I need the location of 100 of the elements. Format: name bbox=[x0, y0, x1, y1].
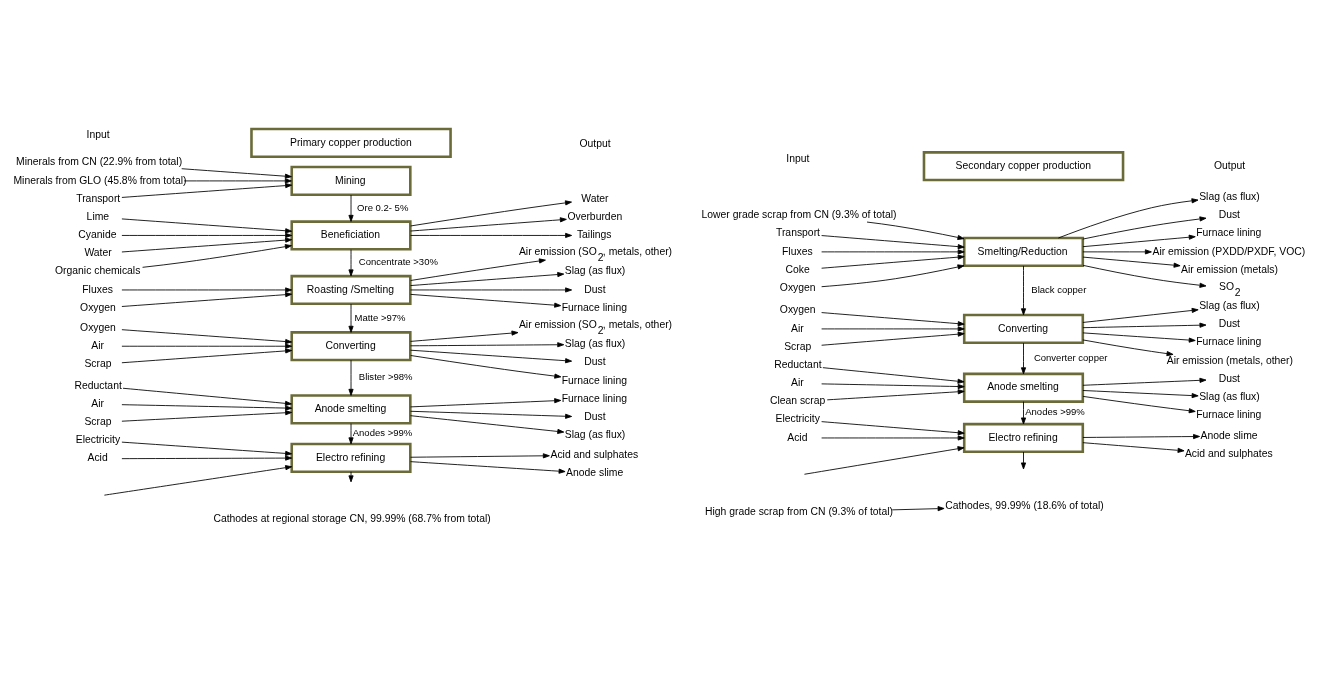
label: Output bbox=[1213, 159, 1246, 171]
arrow bbox=[1082, 433, 1200, 439]
node-box: Anode smelting bbox=[962, 372, 1085, 403]
arrow bbox=[1082, 307, 1199, 323]
arrow bbox=[103, 464, 293, 496]
node-text: Reductant bbox=[774, 358, 822, 370]
node-box: Beneficiation bbox=[290, 219, 412, 251]
arrow bbox=[410, 452, 550, 458]
node-text: Cathodes, 99.99% (18.6% of total) bbox=[945, 499, 1104, 511]
arrow bbox=[1020, 400, 1027, 424]
arrow bbox=[410, 286, 573, 293]
node-text: Acid bbox=[87, 451, 108, 463]
node-text: Transport bbox=[76, 192, 121, 204]
node-text: Acid bbox=[787, 431, 808, 443]
arrow bbox=[1082, 215, 1207, 240]
arrow bbox=[348, 470, 354, 482]
node-box: Electro refining bbox=[962, 422, 1085, 453]
node-text: Dust bbox=[584, 283, 606, 295]
arrow bbox=[348, 422, 354, 444]
arrow bbox=[1020, 342, 1027, 374]
node-text: Reductant bbox=[74, 379, 122, 391]
arrow bbox=[410, 330, 519, 342]
node-text: Air emission (metals) bbox=[1181, 263, 1278, 275]
node-text: Oxygen bbox=[80, 321, 116, 333]
arrow bbox=[1082, 338, 1174, 356]
node-box: Smelting/Reduction bbox=[962, 236, 1085, 267]
node-text: Lime bbox=[86, 210, 110, 222]
arrow bbox=[866, 221, 965, 240]
node-text: Transport bbox=[775, 226, 820, 238]
arrow bbox=[821, 248, 965, 254]
node-text: Air emission (metals, other) bbox=[1166, 354, 1294, 366]
arrow bbox=[1082, 264, 1207, 288]
arrow bbox=[1020, 451, 1027, 469]
node-box: Roasting /Smelting bbox=[290, 274, 412, 305]
node-text: Electricity bbox=[775, 412, 820, 424]
node-text: Scrap bbox=[84, 357, 112, 369]
arrow bbox=[410, 341, 565, 347]
arrow bbox=[1082, 377, 1207, 386]
edge-label: Anodes >99% bbox=[352, 426, 413, 438]
node-text: Furnace lining bbox=[561, 392, 627, 404]
arrow bbox=[821, 434, 965, 441]
node-text: Electricity bbox=[75, 433, 121, 445]
node-text: Furnace lining bbox=[561, 374, 627, 386]
node-text: Furnace lining bbox=[1196, 335, 1262, 347]
node-box: Electro refining bbox=[290, 442, 412, 473]
node-box: Converting bbox=[290, 330, 412, 361]
arrow bbox=[410, 349, 573, 363]
node-text: Cathodes at regional storage CN, 99.99% (68.7% from total) bbox=[213, 512, 491, 524]
arrow bbox=[1082, 322, 1207, 328]
node-text: Dust bbox=[584, 410, 606, 422]
label: Input bbox=[786, 152, 810, 164]
arrow bbox=[122, 387, 292, 406]
arrow bbox=[826, 388, 965, 400]
node-text: Air bbox=[791, 376, 804, 388]
arrow bbox=[821, 263, 965, 287]
node-text: Fluxes bbox=[82, 283, 113, 295]
node-box: Mining bbox=[290, 165, 412, 196]
node-text: Overburden bbox=[567, 210, 623, 222]
node-text: Water bbox=[581, 192, 609, 204]
arrow bbox=[410, 460, 566, 474]
arrow bbox=[1082, 395, 1196, 413]
node-text: Air bbox=[91, 397, 105, 409]
node-text: Lower grade scrap from CN (9.3% of total) bbox=[701, 208, 897, 220]
edge-label: Ore 0.2- 5% bbox=[357, 201, 409, 213]
arrow bbox=[121, 441, 293, 456]
arrow bbox=[121, 328, 293, 344]
node-box: Anode smelting bbox=[290, 393, 412, 425]
arrow bbox=[1082, 331, 1196, 343]
arrow bbox=[821, 382, 965, 389]
node-text: Furnace lining bbox=[1196, 226, 1262, 238]
arrow bbox=[348, 303, 354, 333]
arrow bbox=[121, 403, 293, 411]
arrow bbox=[121, 237, 293, 252]
node-text: Oxygen bbox=[779, 281, 816, 293]
node-text: Air bbox=[91, 339, 105, 351]
arrow bbox=[1057, 197, 1199, 238]
arrow bbox=[348, 248, 354, 276]
arrow bbox=[121, 347, 293, 363]
arrow bbox=[142, 243, 292, 268]
node-text: Slag (as flux) bbox=[564, 337, 626, 349]
arrow bbox=[821, 311, 965, 326]
node-text: Air bbox=[791, 322, 804, 334]
node-box: Converting bbox=[962, 313, 1085, 344]
node-text: Scrap bbox=[784, 340, 812, 352]
arrow bbox=[410, 216, 567, 231]
arrow bbox=[410, 293, 562, 308]
node-text: Dust bbox=[1218, 208, 1241, 220]
arrow bbox=[804, 445, 965, 475]
arrow bbox=[121, 409, 293, 422]
node-text: Minerals from CN (22.9% from total) bbox=[16, 155, 183, 167]
arrow bbox=[181, 167, 292, 179]
arrow bbox=[348, 359, 354, 396]
edge-label: Anodes >99% bbox=[1025, 405, 1085, 417]
node-text: Acid and sulphates bbox=[1184, 447, 1273, 459]
arrow bbox=[1082, 248, 1152, 254]
arrow bbox=[1082, 389, 1199, 398]
arrow bbox=[121, 291, 293, 307]
node-text: Anode slime bbox=[566, 466, 624, 478]
node-text: Oxygen bbox=[80, 301, 116, 313]
node-text: Anode slime bbox=[1200, 429, 1258, 441]
